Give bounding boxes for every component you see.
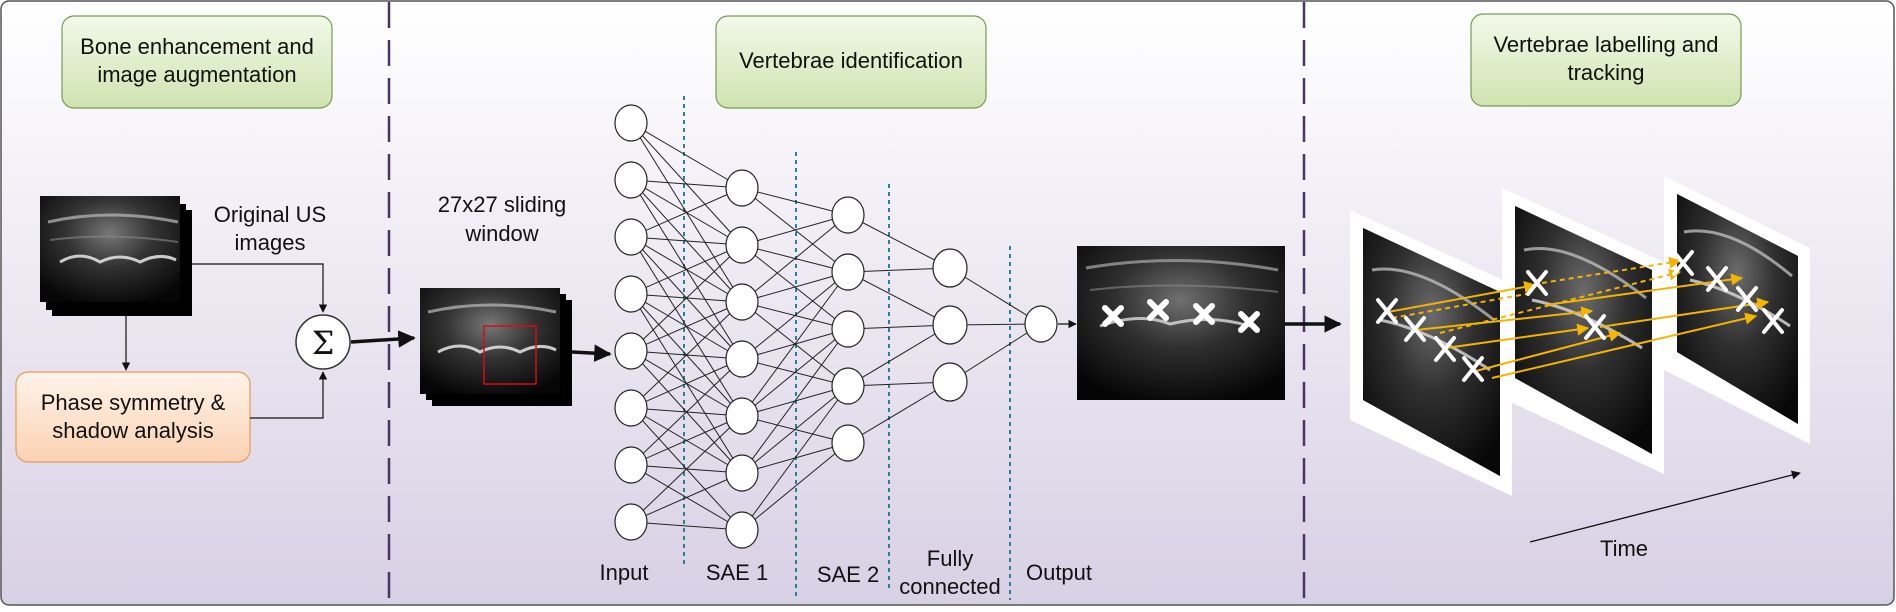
arrow-images-to-sum <box>192 263 328 313</box>
bone-title-line1: Bone enhancement and <box>80 34 314 59</box>
neuron-sae1 <box>725 340 759 378</box>
neuron-fully-connected <box>932 362 968 402</box>
tracking-title-line1: Vertebrae labelling and <box>1493 32 1718 57</box>
neuron-input <box>614 389 648 427</box>
neuron-sae2 <box>831 253 865 291</box>
network-edge <box>630 244 743 352</box>
output-image <box>1077 246 1285 400</box>
network-edge <box>630 521 743 531</box>
neuron-sae1 <box>725 511 759 549</box>
neuron-sae2 <box>831 367 865 405</box>
neuron-input <box>614 332 648 370</box>
neuron-fully-connected <box>932 248 968 288</box>
neuron-sae2 <box>831 310 865 348</box>
network-edge <box>847 271 951 326</box>
layer-label-sae2: SAE 2 <box>817 562 879 587</box>
identification-title: Vertebrae identification <box>739 48 963 73</box>
layer-label-input: Input <box>600 560 649 585</box>
network-edge <box>630 415 743 523</box>
tracking-title-line2: tracking <box>1567 60 1644 85</box>
network-edge <box>741 442 849 531</box>
neuron-input <box>614 275 648 313</box>
summation-node: Σ <box>295 314 351 370</box>
network-edge <box>630 358 743 409</box>
network-edge <box>630 244 743 295</box>
neuron-input <box>614 446 648 484</box>
title-box-labelling-tracking: Vertebrae labelling and tracking <box>1470 13 1742 107</box>
original-images-label-line2: images <box>235 230 306 255</box>
network-edge <box>630 358 743 466</box>
neuron-input <box>614 161 648 199</box>
tracked-vertebra-marks <box>1376 250 1784 382</box>
network-edge <box>741 271 849 360</box>
network-edge <box>630 236 743 246</box>
network-edge <box>847 381 951 444</box>
network-edge <box>630 301 743 409</box>
neuron-input <box>614 503 648 541</box>
layer-label-output: Output <box>1026 560 1092 585</box>
neuron-input <box>614 104 648 142</box>
layer-label-sae1: SAE 1 <box>706 560 768 585</box>
sliding-window-label-line2: window <box>464 221 538 246</box>
sliding-window-image-stack <box>420 288 572 406</box>
neuron-sae1 <box>725 283 759 321</box>
neuron-sae2 <box>831 196 865 234</box>
sliding-window-box <box>483 325 537 385</box>
network-edge <box>630 122 743 189</box>
network-edge <box>741 214 849 246</box>
network-edge <box>741 187 849 216</box>
network-edge <box>630 415 743 466</box>
network-edge <box>847 214 951 269</box>
tracking-frame-1 <box>1350 210 1512 496</box>
network-edge <box>741 214 849 303</box>
original-us-image-stack <box>40 196 192 316</box>
neuron-sae1 <box>725 226 759 264</box>
phase-label-line2: shadow analysis <box>52 418 213 443</box>
phase-symmetry-box: Phase symmetry & shadow analysis <box>15 371 251 463</box>
neuron-input <box>614 218 648 256</box>
network-edge <box>741 271 849 303</box>
title-box-bone-enhancement: Bone enhancement and image augmentation <box>61 15 333 109</box>
network-edge <box>741 271 849 417</box>
title-box-vertebrae-identification: Vertebrae identification <box>715 15 987 109</box>
network-nodes <box>614 104 1058 549</box>
arrow-phase-to-sum <box>250 371 328 419</box>
layer-label-fc-line2: connected <box>899 574 1001 599</box>
time-arrow <box>1529 470 1801 543</box>
network-edge <box>630 179 743 189</box>
network-edge <box>741 328 849 417</box>
neuron-sae1 <box>725 169 759 207</box>
arrow-window-to-network <box>571 344 612 362</box>
sliding-window-label-line1: 27x27 sliding <box>438 192 566 217</box>
layer-label-fc-line1: Fully <box>927 546 973 571</box>
network-edge <box>847 324 951 387</box>
neuron-sae1 <box>725 454 759 492</box>
neuron-sae1 <box>725 397 759 435</box>
network-edge <box>741 385 849 531</box>
time-label: Time <box>1600 536 1648 561</box>
network-edge <box>741 385 849 474</box>
detected-vertebra-marks <box>1102 299 1260 333</box>
phase-label-line1: Phase symmetry & <box>41 390 226 415</box>
network-edge <box>741 328 849 474</box>
sigma-symbol: Σ <box>312 324 335 362</box>
original-images-label-line1: Original US <box>214 202 326 227</box>
arrow-sum-to-window <box>350 330 416 348</box>
network-edge <box>630 187 743 238</box>
neuron-sae2 <box>831 424 865 462</box>
tracking-arrows <box>1387 256 1770 379</box>
neuron-fully-connected <box>932 305 968 345</box>
neuron-output <box>1024 305 1058 343</box>
bone-title-line2: image augmentation <box>97 62 296 87</box>
network-edge <box>630 301 743 352</box>
network-edge <box>630 472 743 523</box>
